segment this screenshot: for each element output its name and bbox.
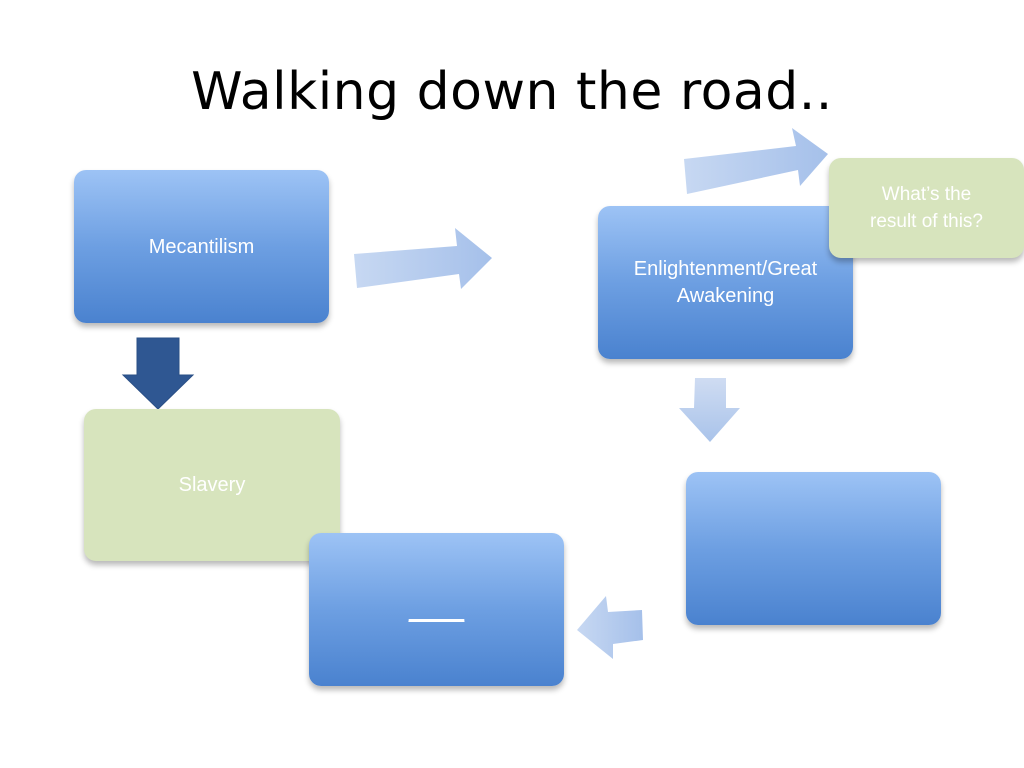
arrow-left-icon (577, 596, 643, 659)
slavery-label: Slavery (178, 473, 246, 496)
arrow-down-dark-icon (121, 337, 195, 410)
arrow-down-icon (679, 378, 740, 442)
arrow-right-icon (354, 228, 492, 289)
mercantilism-label: Mecantilism (148, 236, 255, 258)
slavery-box: Slavery (84, 409, 340, 561)
blank-bottom-label: _____ (408, 601, 465, 623)
enlightenment-label-line1: Enlightenment/Great (633, 258, 818, 280)
blank-bottom-box: _____ (309, 533, 564, 686)
blank-right-box (686, 472, 941, 625)
enlightenment-box: Enlightenment/Great Awakening (598, 206, 853, 359)
callout-label-line1: What’s the (881, 184, 972, 205)
slide-title: Walking down the road.. (191, 62, 833, 122)
mercantilism-box: Mecantilism (74, 170, 329, 323)
callout-label-line2: result of this? (870, 211, 983, 232)
enlightenment-label-line2: Awakening (676, 285, 775, 307)
result-callout-box: What’s the result of this? (829, 158, 1024, 258)
arrow-up-right-icon (684, 128, 828, 194)
